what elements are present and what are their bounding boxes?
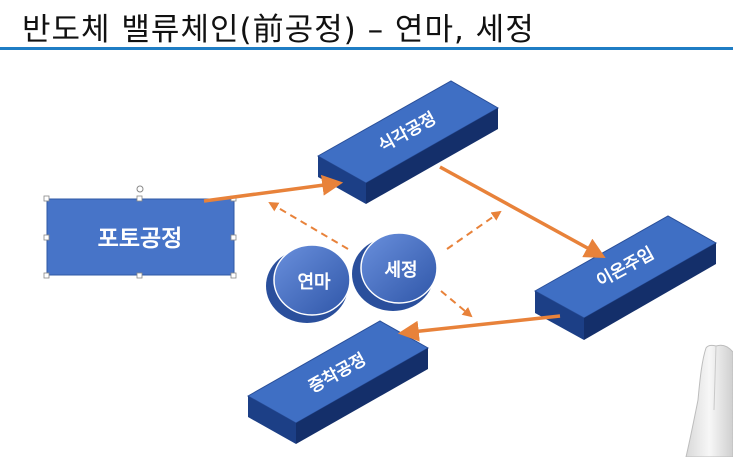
dashed-arrow-lower-right: [440, 290, 473, 318]
dashed-arrow-upper-right: [446, 210, 502, 250]
polish-label: 연마: [297, 272, 331, 293]
arrow-ion-to-deposition: [397, 314, 561, 342]
clean-disc[interactable]: 세정: [352, 232, 438, 311]
clean-label: 세정: [384, 260, 417, 281]
selection-handles: [43, 195, 237, 279]
polish-disc[interactable]: 연마: [266, 244, 351, 323]
title-underline: [0, 47, 733, 50]
photo-process-node[interactable]: 포토공정: [43, 185, 237, 279]
deposition-node[interactable]: 증착공정: [246, 320, 430, 444]
page-title: 반도체 밸류체인(前공정) – 연마, 세정: [22, 12, 535, 48]
arrow-photo-to-etch: [203, 174, 344, 203]
photo-process-label: 포토공정: [98, 226, 183, 252]
title-bar: 반도체 밸류체인(前공정) – 연마, 세정: [0, 0, 733, 50]
rotate-handle-icon[interactable]: [136, 185, 144, 193]
arrow-etch-to-ion: [439, 165, 606, 259]
dashed-arrow-upper-left: [268, 201, 349, 250]
hand-icon: [685, 344, 733, 457]
